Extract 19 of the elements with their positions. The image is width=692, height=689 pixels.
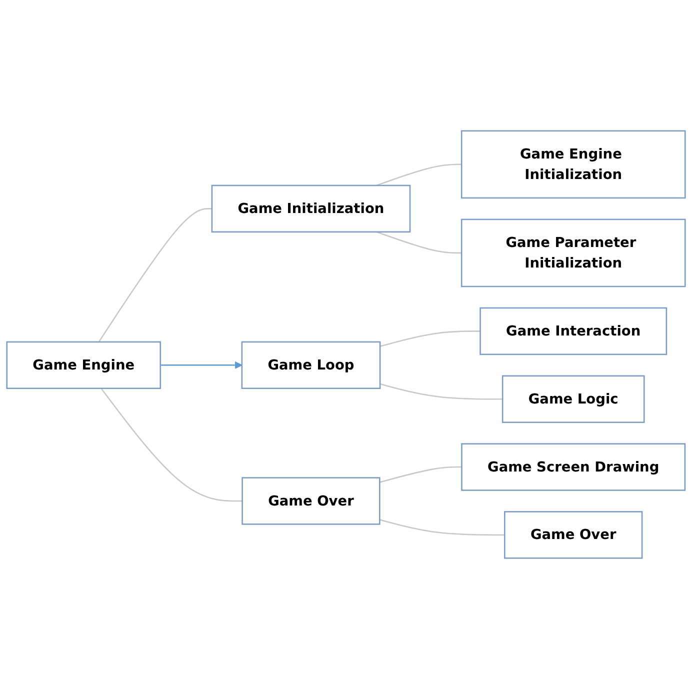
node-box: Game Loop xyxy=(241,341,381,389)
connector xyxy=(380,330,480,347)
node-box: Game Over xyxy=(242,477,380,525)
connector xyxy=(376,231,462,254)
node-box: Game Interaction xyxy=(480,307,668,356)
node-box: Game Over xyxy=(504,511,643,559)
node-box: Game Engine Initialization xyxy=(460,130,686,199)
node-box: Game Initialization xyxy=(211,184,411,233)
connector xyxy=(98,208,212,342)
connector xyxy=(100,388,242,502)
node-box: Game Engine xyxy=(6,341,162,389)
connector xyxy=(376,164,462,186)
connector xyxy=(380,519,505,536)
node-box: Game Parameter Initialization xyxy=(460,218,686,288)
connector xyxy=(380,383,503,400)
node-box: Game Screen Drawing xyxy=(461,443,686,491)
node-box: Game Logic xyxy=(502,375,645,423)
arrow xyxy=(160,361,242,369)
connector xyxy=(380,466,462,483)
